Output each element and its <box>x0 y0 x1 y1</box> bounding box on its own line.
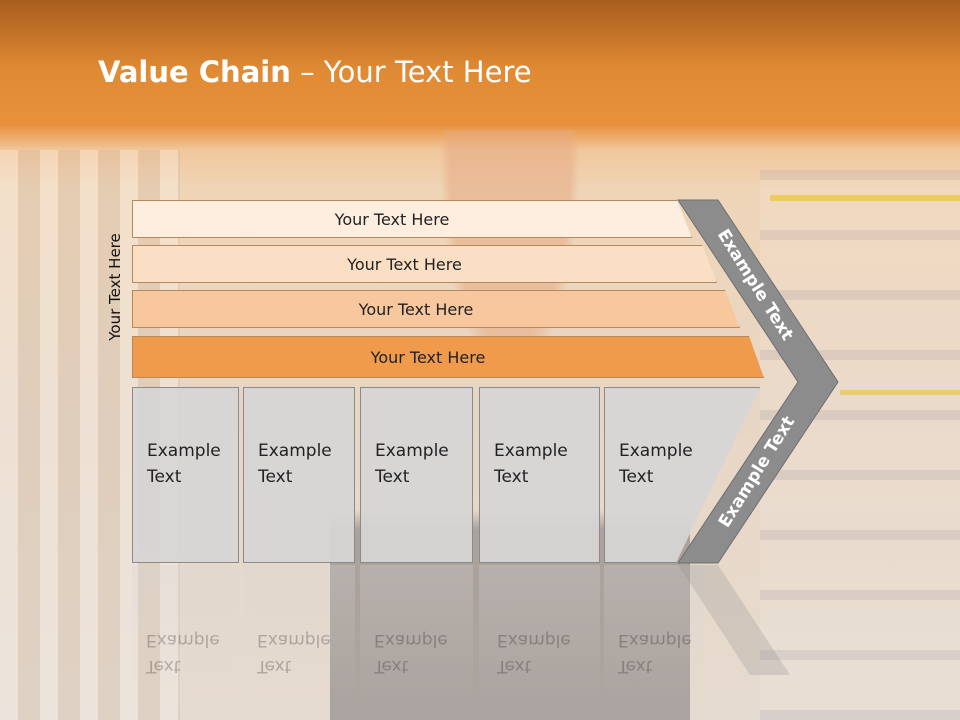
reflection-2-line2: Text <box>257 656 292 676</box>
band-1-label: Your Text Here <box>334 209 450 229</box>
reflection-2-line1: Example <box>257 630 331 650</box>
reflection-4-line1: Example <box>497 630 571 650</box>
column-3-line2: Text <box>375 467 410 487</box>
column-3-line1: Example <box>375 441 449 461</box>
band-4-label: Your Text Here <box>370 347 486 367</box>
column-4-reflection: Text Example <box>479 565 600 705</box>
background-warehouse-right <box>760 170 960 720</box>
side-label[interactable]: Your Text Here <box>106 233 124 341</box>
band-3[interactable]: Your Text Here <box>132 290 740 328</box>
column-1-line1: Example <box>147 441 221 461</box>
column-1-reflection: Text Example <box>132 565 239 705</box>
reflection-3-line2: Text <box>374 656 409 676</box>
background-railing <box>770 195 960 201</box>
slide-title[interactable]: Value Chain – Your Text Here <box>98 55 532 89</box>
reflection-1-line1: Example <box>146 630 220 650</box>
reflection-5-line2: Text <box>618 656 653 676</box>
title-rest: – Your Text Here <box>290 55 532 89</box>
background-railing-lower <box>840 390 960 395</box>
band-2-label: Your Text Here <box>347 254 462 274</box>
reflection-1-line2: Text <box>146 656 181 676</box>
column-5-reflection: Text Example <box>604 565 704 705</box>
reflection-4-line2: Text <box>497 656 532 676</box>
column-3-reflection: Text Example <box>360 565 473 705</box>
column-1-line2: Text <box>147 467 182 487</box>
column-5-line2: Text <box>619 467 654 487</box>
column-4-line2: Text <box>494 467 529 487</box>
column-2-line2: Text <box>258 467 293 487</box>
band-3-label: Your Text Here <box>358 299 474 319</box>
band-4[interactable]: Your Text Here <box>132 336 764 378</box>
column-2-line1: Example <box>258 441 332 461</box>
column-4-line1: Example <box>494 441 568 461</box>
title-bold: Value Chain <box>98 55 291 89</box>
column-5-line1: Example <box>619 441 693 461</box>
column-2-reflection: Text Example <box>243 565 355 705</box>
reflection-5-line1: Example <box>618 630 692 650</box>
band-2[interactable]: Your Text Here <box>132 245 717 283</box>
band-1[interactable]: Your Text Here <box>132 200 692 238</box>
reflection-3-line1: Example <box>374 630 448 650</box>
